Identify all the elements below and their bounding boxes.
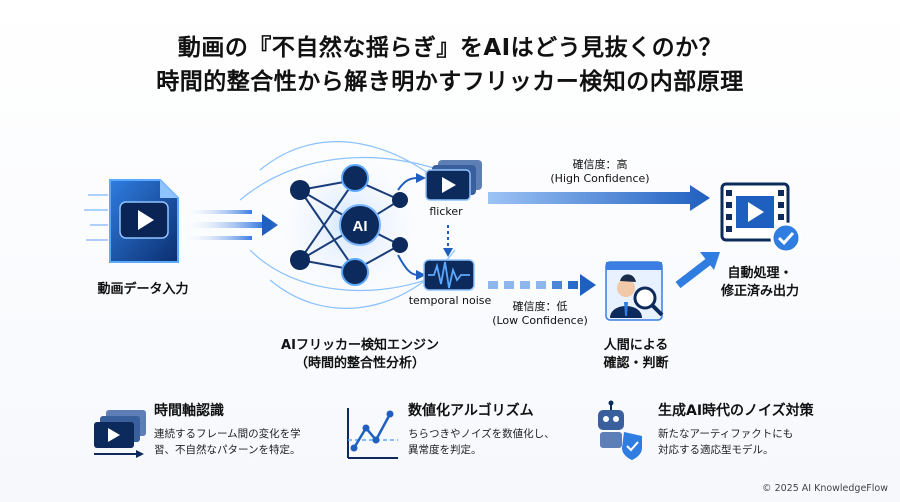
line-chart-icon: [347, 408, 398, 459]
input-label: 動画データ入力: [97, 282, 189, 297]
feature-description: ちらつきやノイズを数値化し、 異常度を判定。: [408, 428, 555, 456]
high-confidence-label-1: 確信度：高: [572, 158, 628, 171]
feature-title: 数値化アルゴリズム: [408, 403, 534, 419]
dashed-down-arrow: [443, 225, 453, 257]
waveform-icon: [423, 259, 475, 291]
noise-label: temporal noise: [408, 294, 492, 307]
title-line-1: 動画の『不自然な揺らぎ』をAIはどう見抜くのか？: [177, 35, 723, 61]
output-label-2: 修正済み出力: [720, 284, 799, 299]
title-line-2: 時間的整合性から解き明かすフリッカー検知の内部原理: [156, 69, 744, 95]
human-reviewer-icon: [605, 261, 664, 321]
output-label-1: 自動処理・: [727, 266, 793, 281]
feature-title: 時間軸認識: [154, 403, 224, 419]
engine-label-1: AIフリッカー検知エンジン: [281, 338, 439, 353]
human-label-1: 人間による: [603, 338, 669, 353]
human-label-2: 確認・判断: [603, 356, 669, 371]
feature-description: 新たなアーティファクトにも 対応する適応型モデル。: [658, 428, 794, 456]
low-confidence-label-2: (Low Confidence): [492, 314, 588, 327]
robot-shield-icon: [598, 400, 642, 460]
high-confidence-arrow: [488, 185, 710, 211]
feature-generative-ai: 生成AI時代のノイズ対策 新たなアーティファクトにも 対応する適応型モデル。: [590, 400, 870, 470]
video-frames-icon: [94, 410, 146, 458]
high-confidence-label-2: (High Confidence): [550, 172, 650, 185]
output-video-check-icon: [720, 182, 802, 254]
feature-title: 生成AI時代のノイズ対策: [658, 403, 814, 419]
feature-quantification: 数値化アルゴリズム ちらつきやノイズを数値化し、 異常度を判定。: [340, 400, 620, 470]
copyright: © 2025 AI KnowledgeFlow: [762, 483, 888, 494]
reviewer-to-output-arrow: [675, 252, 720, 289]
flicker-label: flicker: [429, 205, 463, 218]
low-confidence-arrow: [488, 274, 596, 296]
low-confidence-label-1: 確信度：低: [512, 300, 568, 313]
ai-core-text: AI: [353, 218, 368, 235]
feature-description: 連続するフレーム間の変化を学 習、不自然なパターンを特定。: [154, 428, 301, 456]
input-stream-arrow: [182, 210, 278, 240]
video-file-icon: [84, 179, 179, 263]
feature-time-axis: 時間軸認識 連続するフレーム間の変化を学 習、不自然なパターンを特定。: [86, 400, 366, 470]
flicker-frames-icon: [425, 160, 482, 201]
engine-label-2: （時間的整合性分析）: [294, 356, 425, 371]
